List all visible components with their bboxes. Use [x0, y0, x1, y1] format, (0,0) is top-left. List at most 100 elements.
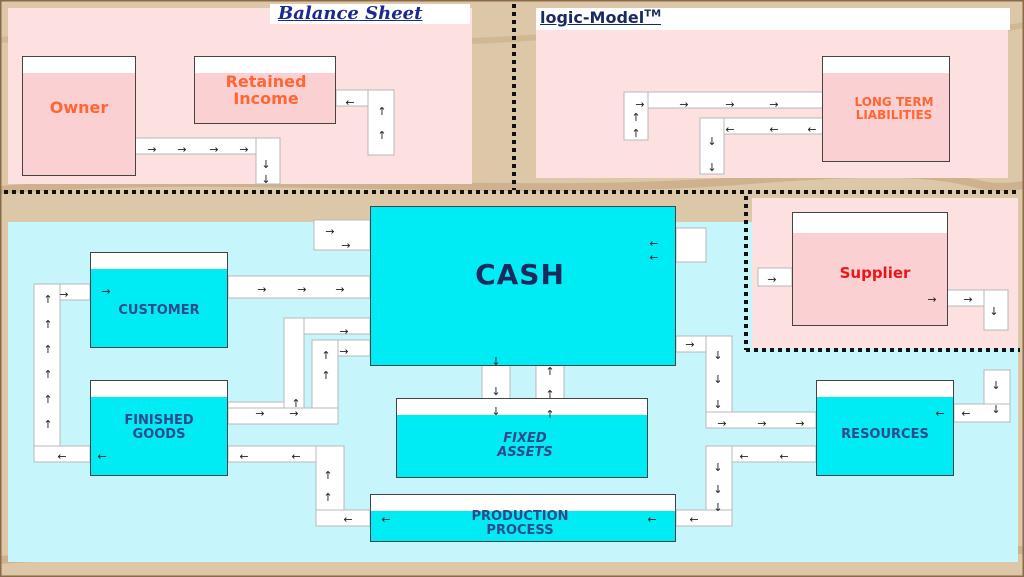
flow-arrow-right-icon: → [209, 143, 218, 156]
flow-arrow-right-icon: → [339, 345, 348, 358]
label-fa-line1: FIXED [503, 431, 547, 446]
tank-fixed-assets [396, 398, 648, 478]
flow-arrow-right-icon: → [769, 98, 778, 111]
flow-arrow-left-icon: ← [689, 513, 698, 526]
flow-arrow-right-icon: → [717, 417, 726, 430]
tank-resources [816, 380, 954, 476]
flow-arrow-right-icon: → [101, 285, 110, 298]
balance-sheet-header-bar [270, 4, 470, 24]
label-prod-line1: PRODUCTION [471, 509, 569, 524]
pipe-left-loop [33, 283, 61, 463]
label-fa-line2: ASSETS [497, 444, 553, 460]
flow-arrow-left-icon: ← [291, 450, 300, 463]
pipe-owner-down [255, 137, 281, 185]
tank-owner [22, 56, 136, 176]
flow-arrow-down-icon: ↓ [707, 135, 716, 148]
tank-fa-cap [397, 399, 647, 415]
flow-arrow-up-icon: ↑ [291, 397, 300, 410]
flow-arrow-right-icon: → [679, 98, 688, 111]
flow-arrow-left-icon: ← [935, 407, 944, 420]
flow-arrow-up-icon: ↑ [321, 369, 330, 382]
label-resources: RESOURCES [841, 427, 929, 442]
label-finished-goods: FINISHED GOODS [90, 414, 228, 441]
flow-arrow-right-icon: → [635, 98, 644, 111]
tank-retained-cap [195, 57, 335, 73]
flow-arrow-right-icon: → [767, 273, 776, 286]
flow-arrow-left-icon: ← [649, 251, 658, 264]
flow-arrow-up-icon: ↑ [321, 349, 330, 362]
label-fg-line1: FINISHED [124, 413, 194, 428]
flow-arrow-up-icon: ↑ [43, 393, 52, 406]
flow-arrow-left-icon: ← [239, 450, 248, 463]
flow-arrow-down-icon: ↓ [713, 461, 722, 474]
flow-arrow-right-icon: → [795, 417, 804, 430]
flow-arrow-up-icon: ↑ [377, 105, 386, 118]
flow-arrow-left-icon: ← [345, 96, 354, 109]
flow-arrow-left-icon: ← [647, 513, 656, 526]
flow-arrow-down-icon: ↓ [713, 501, 722, 514]
flow-arrow-up-icon: ↑ [631, 111, 640, 124]
flow-arrow-down-icon: ↓ [261, 173, 270, 186]
flow-arrow-left-icon: ← [725, 123, 734, 136]
flow-arrow-left-icon: ← [97, 450, 106, 463]
flow-arrow-up-icon: ↑ [43, 293, 52, 306]
label-retained-income: Retained Income [196, 73, 336, 108]
pipe-supplier-down [983, 289, 1009, 331]
tank-fg-cap [91, 381, 227, 397]
flow-arrow-right-icon: → [289, 407, 298, 420]
label-production-process: PRODUCTION PROCESS [420, 510, 620, 537]
flow-arrow-right-icon: → [725, 98, 734, 111]
tank-retained-income [194, 56, 336, 124]
flow-arrow-down-icon: ↓ [491, 405, 500, 418]
flow-arrow-up-icon: ↑ [323, 469, 332, 482]
flow-arrow-up-icon: ↑ [545, 408, 554, 421]
label-long-term-liabilities: LONG TERM LIABILITIES [832, 96, 956, 121]
tank-cash [370, 206, 676, 366]
label-cash: CASH [475, 258, 565, 291]
flow-arrow-left-icon: ← [57, 450, 66, 463]
flow-arrow-left-icon: ← [807, 123, 816, 136]
pipe-res-prod-bottom [675, 509, 733, 527]
flow-arrow-down-icon: ↓ [713, 349, 722, 362]
pipe-ltl-up [623, 91, 649, 141]
label-supplier: Supplier [839, 264, 911, 282]
flow-arrow-right-icon: → [297, 283, 306, 296]
label-ltl-line1: LONG TERM [854, 95, 934, 109]
label-owner: Owner [49, 98, 109, 117]
tank-resources-cap [817, 381, 953, 397]
flow-arrow-right-icon: → [255, 407, 264, 420]
label-prod-line2: PROCESS [486, 522, 554, 538]
pipe-supplier-res-h [953, 403, 1011, 423]
flow-arrow-up-icon: ↑ [43, 318, 52, 331]
flow-arrow-down-icon: ↓ [991, 403, 1000, 416]
flow-arrow-left-icon: ← [739, 450, 748, 463]
flow-arrow-up-icon: ↑ [43, 343, 52, 356]
label-fixed-assets: FIXED ASSETS [470, 432, 580, 459]
flow-arrow-up-icon: ↑ [545, 388, 554, 401]
flow-arrow-right-icon: → [177, 143, 186, 156]
flow-arrow-right-icon: → [325, 225, 334, 238]
flow-arrow-up-icon: ↑ [377, 129, 386, 142]
pipe-cash-top-left [313, 219, 371, 251]
flow-arrow-up-icon: ↑ [545, 365, 554, 378]
flow-arrow-left-icon: ← [779, 450, 788, 463]
flow-arrow-up-icon: ↑ [43, 418, 52, 431]
logic-model-header-bar [536, 8, 1010, 30]
trademark-mark: TM [644, 8, 662, 20]
flow-arrow-right-icon: → [59, 288, 68, 301]
tank-ltl-cap [823, 57, 949, 73]
flow-arrow-down-icon: ↓ [713, 483, 722, 496]
flow-arrow-right-icon: → [757, 417, 766, 430]
pipe-ltl-down [699, 117, 725, 175]
flow-arrow-left-icon: ← [961, 407, 970, 420]
pipe-fg-cash-2 [227, 407, 339, 425]
flow-arrow-up-icon: ↑ [323, 491, 332, 504]
flow-arrow-down-icon: ↓ [713, 373, 722, 386]
flow-arrow-down-icon: ↓ [713, 398, 722, 411]
pipe-cash-top-right [675, 227, 707, 263]
tank-production-cap [371, 495, 675, 511]
flow-arrow-down-icon: ↓ [989, 305, 998, 318]
